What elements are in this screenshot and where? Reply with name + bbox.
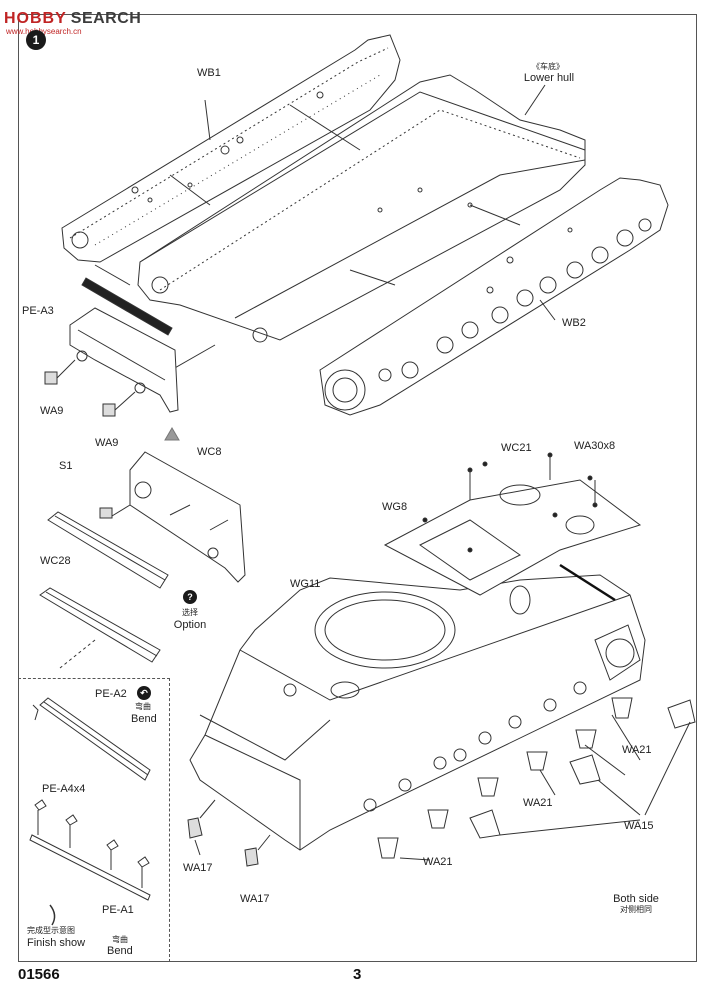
label-wb2: WB2: [562, 317, 586, 329]
label-wc8: WC8: [197, 446, 222, 458]
label-wa15: WA15: [624, 820, 654, 832]
label-wa21-a: WA21: [622, 744, 652, 756]
label-wa21-b: WA21: [523, 797, 553, 809]
label-wa30x8: WA30x8: [574, 440, 616, 452]
label-option: Option: [173, 619, 207, 631]
page-frame: [18, 14, 697, 962]
label-bend-a1: Bend: [107, 945, 133, 957]
label-wa9-a: WA9: [40, 405, 64, 417]
label-both-side: Both side: [613, 893, 659, 905]
label-bend-a2: Bend: [131, 713, 157, 725]
label-wg11: WG11: [290, 578, 321, 590]
label-pe-a2: PE-A2: [95, 688, 127, 700]
label-pe-a4x4: PE-A4x4: [42, 783, 86, 795]
product-code: 01566: [18, 966, 60, 983]
label-wa17-a: WA17: [183, 862, 213, 874]
watermark-url: www.hobbysearch.cn: [6, 27, 82, 36]
page-number: 3: [353, 966, 362, 983]
label-wc21: WC21: [501, 442, 532, 454]
step-number-badge: 1: [26, 30, 46, 50]
finish-detail-box: [18, 678, 170, 962]
pe-detail-parts: [30, 698, 150, 925]
label-pe-a1: PE-A1: [102, 904, 134, 916]
label-wa17-b: WA17: [240, 893, 270, 905]
label-wg8: WG8: [382, 501, 408, 513]
label-wa9-b: WA9: [95, 437, 119, 449]
lower-hull: [138, 75, 585, 342]
watermark-logo: HOBBY: [4, 10, 67, 27]
wg11-hull: [190, 575, 645, 850]
label-lower-hull-zh: 《车底》: [532, 62, 564, 71]
wb2-plate: [320, 178, 668, 415]
label-wb1: WB1: [197, 67, 221, 79]
label-both-side-zh: 对侧相同: [620, 905, 652, 914]
bend-arrow-icon: ↶: [137, 686, 151, 700]
label-finish: Finish show: [27, 937, 86, 949]
label-bend-a1-zh: 弯曲: [112, 935, 128, 944]
watermark-site: SEARCH: [70, 10, 142, 27]
label-wc28: WC28: [40, 555, 71, 567]
watermark: HOBBY SEARCH: [4, 4, 141, 34]
label-finish-zh: 完成型示意图: [27, 926, 75, 935]
label-option-zh: 选择: [182, 608, 198, 617]
label-pe-a3: PE-A3: [22, 305, 54, 317]
up-arrow-marker: [165, 428, 179, 440]
wb1-plate: [62, 35, 400, 262]
wg8-deck: [385, 453, 640, 600]
label-wa21-c: WA21: [423, 856, 453, 868]
question-mark-icon: ?: [183, 590, 197, 604]
wa17-parts: [188, 800, 270, 866]
label-s1: S1: [59, 460, 73, 472]
wc8-wc28-parts: [40, 452, 245, 668]
label-lower-hull: Lower hull: [523, 72, 575, 84]
label-bend-a2-zh: 弯曲: [135, 702, 151, 711]
suspension-parts: [364, 682, 695, 860]
pe-a3-assembly: [45, 278, 178, 416]
